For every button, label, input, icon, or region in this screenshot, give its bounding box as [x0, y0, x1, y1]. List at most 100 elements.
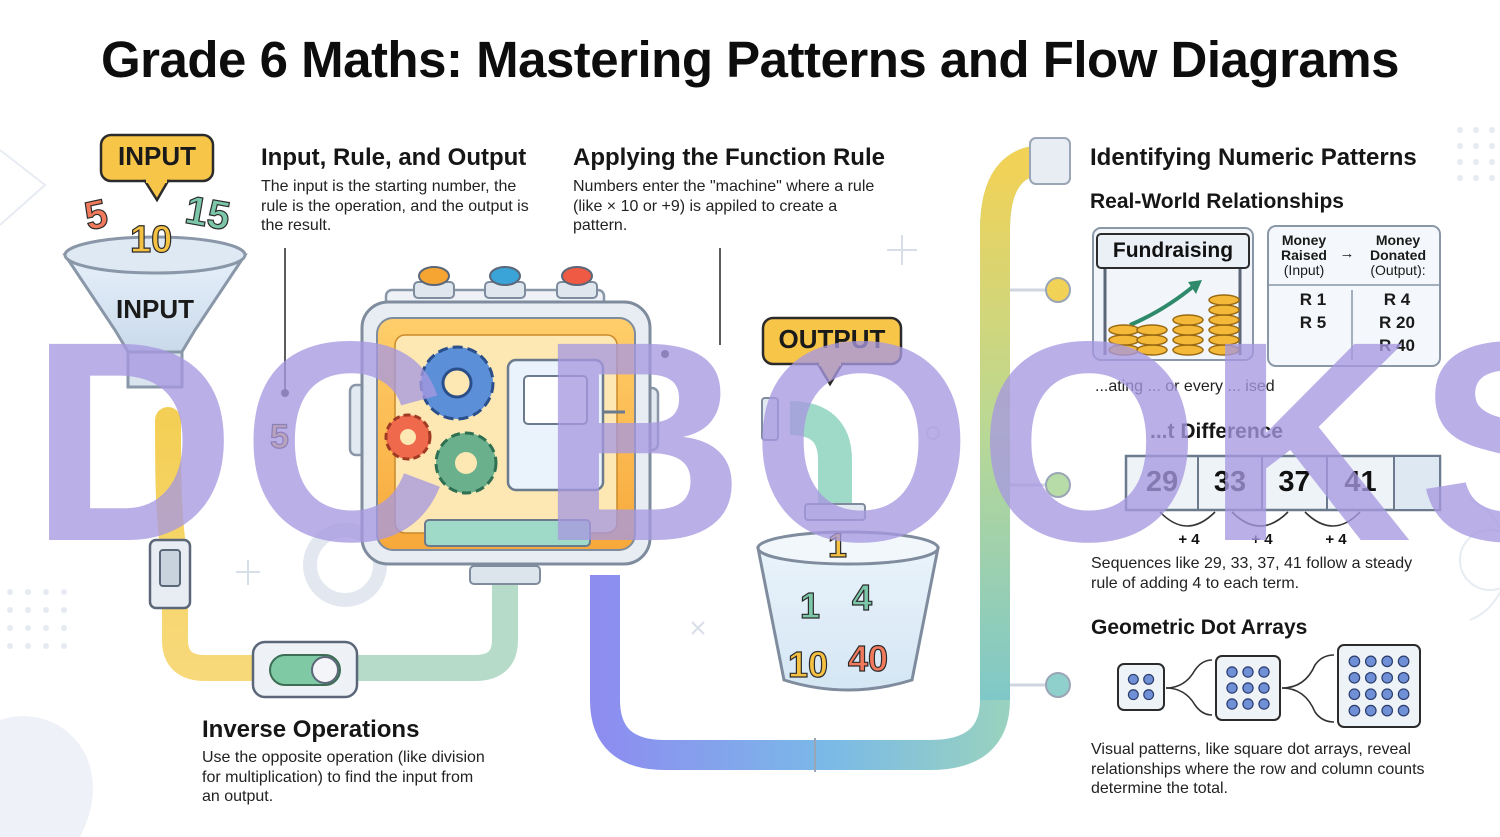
funnel-label: INPUT [116, 294, 194, 324]
array-dot [1381, 655, 1394, 668]
pipe-top-cap [1029, 137, 1071, 185]
table-col2-sub: (Output): [1370, 262, 1426, 278]
array-dot [1348, 704, 1361, 717]
pipe-number: 5 [270, 418, 289, 456]
sequence-step: + 4 [1325, 531, 1347, 548]
pipe-branches [1010, 288, 1050, 687]
blob-decor [0, 716, 93, 837]
coin-icon [1172, 314, 1204, 326]
text-inverse-operations: Use the opposite operation (like divisio… [202, 749, 485, 805]
input-number: 15 [182, 188, 233, 239]
machine-button [556, 266, 598, 299]
output-bubble [761, 316, 903, 387]
table-col1-sub: (Input) [1283, 262, 1325, 278]
array-dot [1397, 688, 1410, 701]
array-dot [1258, 682, 1270, 694]
coin-icon [1136, 324, 1168, 336]
gear-icon [384, 345, 498, 495]
array-dot [1348, 655, 1361, 668]
heading-input-rule-output: Input, Rule, and Output [261, 144, 527, 171]
machine-buttons [413, 266, 598, 299]
pipe-valve-to-machine [337, 562, 518, 681]
coin-icon [1208, 344, 1240, 356]
array-dot [1258, 666, 1270, 678]
heading-constant-difference: ...t Difference [1150, 420, 1284, 443]
sequence-term: 41 [1344, 466, 1377, 498]
bucket-number: 10 [788, 644, 828, 685]
real-world-caption: ...ating ... or every ... ised [1095, 378, 1275, 395]
coin-icon [1108, 344, 1140, 356]
input-funnel [62, 235, 248, 389]
sequence-step: + 4 [1178, 531, 1200, 548]
array-dot [1226, 698, 1238, 710]
heading-identifying-patterns: Identifying Numeric Patterns [1090, 144, 1417, 171]
machine-screen [506, 358, 625, 492]
input-bubble [99, 133, 215, 203]
input-bubble-label: INPUT [118, 141, 196, 171]
table-cell: R 1 [1299, 290, 1327, 309]
table-cell: R 40 [1379, 336, 1415, 355]
sparkle-decor [236, 235, 940, 635]
gear-decor [303, 523, 387, 607]
array-dot [1258, 698, 1270, 710]
table-col2-header: Money Donated (Output): [1362, 233, 1434, 278]
dot-grid-decor-right [1457, 127, 1495, 181]
input-number: 10 [130, 219, 172, 261]
array-dot [1226, 666, 1238, 678]
array-dot [1364, 655, 1377, 668]
text-applying-rule: Numbers enter the "machine" where a rule… [573, 178, 875, 234]
text-input-rule-output: The input is the starting number, the ru… [261, 178, 529, 234]
output-bubble-label: OUTPUT [778, 324, 886, 354]
dot-array [1215, 655, 1281, 721]
coin-icon [1208, 314, 1240, 326]
branch-knobs [1045, 277, 1071, 698]
output-nozzle [761, 397, 866, 521]
sequence-term: 37 [1278, 466, 1311, 498]
array-dot [1143, 689, 1155, 701]
page-title: Grade 6 Maths: Mastering Patterns and Fl… [101, 31, 1400, 88]
coin-stacks [1108, 294, 1240, 356]
coin-icon [1208, 294, 1240, 306]
coin-icon [1172, 334, 1204, 346]
sequence-step: + 4 [1251, 531, 1273, 548]
coin-icon [1172, 324, 1204, 336]
money-table-panel [1267, 225, 1441, 367]
table-cell: R 20 [1379, 313, 1415, 332]
toggle-valve [251, 640, 359, 699]
heading-applying-rule: Applying the Function Rule [573, 144, 885, 171]
bucket-numbers: 1 1 4 10 40 [787, 526, 888, 685]
dot-array-branch-lines [1165, 654, 1335, 723]
array-dot [1348, 671, 1361, 684]
array-dot [1242, 666, 1254, 678]
connector-dot-input-rule [281, 389, 289, 397]
lever-switch [148, 538, 192, 610]
array-dot [1348, 688, 1361, 701]
coin-icon [1208, 324, 1240, 336]
dot-array [1337, 644, 1421, 728]
array-dot [1127, 673, 1139, 685]
array-dot [1364, 704, 1377, 717]
array-dot [1397, 671, 1410, 684]
coin-icon [1208, 334, 1240, 346]
table-cell: R 5 [1299, 313, 1327, 332]
sequence-term: 33 [1213, 466, 1247, 498]
coin-icon [1208, 304, 1240, 316]
coin-icon [1172, 344, 1204, 356]
text-constant-difference: Sequences like 29, 33, 37, 41 follow a s… [1091, 555, 1413, 592]
array-dot [1226, 682, 1238, 694]
array-dot [1364, 688, 1377, 701]
dot-array [1117, 663, 1165, 711]
array-dot [1397, 704, 1410, 717]
heading-geometric-dot-arrays: Geometric Dot Arrays [1091, 616, 1308, 639]
sequence-step-arcs [1159, 511, 1361, 527]
background-decor [0, 149, 1500, 621]
array-dot [1381, 671, 1394, 684]
input-number: 5 [81, 192, 112, 240]
bucket-number: 40 [848, 638, 888, 679]
coin-icon [1136, 334, 1168, 346]
heading-inverse-operations: Inverse Operations [202, 716, 420, 743]
bucket-number: 4 [852, 577, 872, 618]
machine-button [484, 266, 526, 299]
dot-arrays [1117, 644, 1421, 728]
connector-dot-apply-rule [661, 350, 669, 358]
